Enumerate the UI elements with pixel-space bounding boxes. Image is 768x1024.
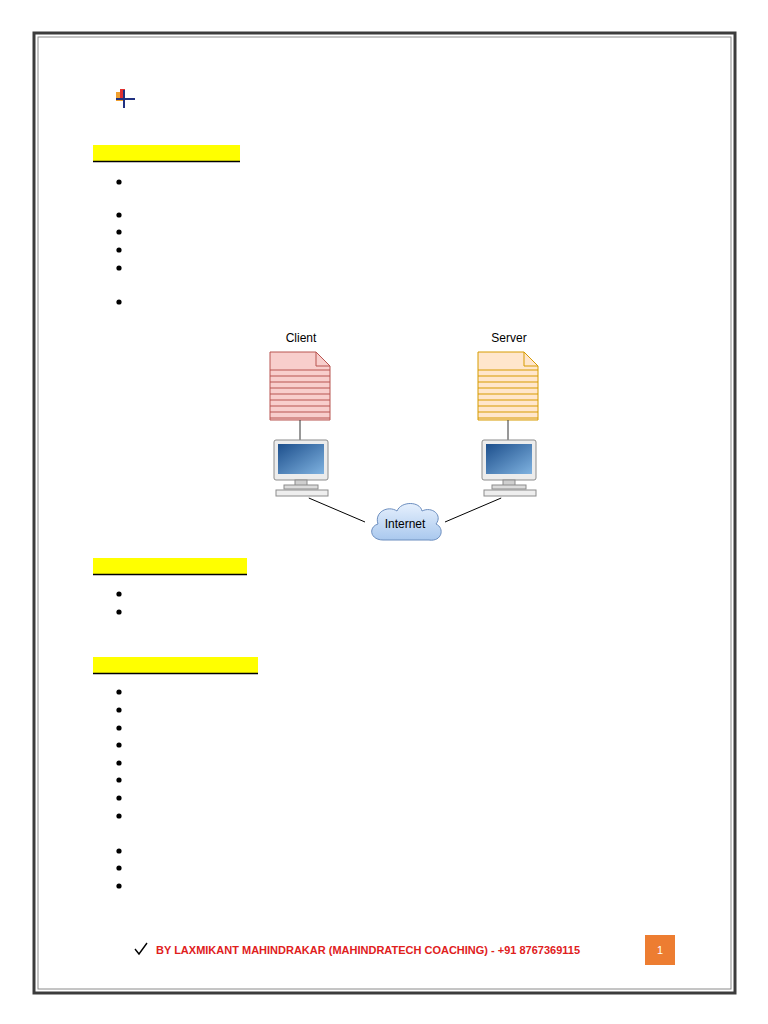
page-border-inner — [38, 37, 731, 989]
bullet-dot — [116, 247, 121, 252]
client-computer: Client — [262, 330, 340, 498]
bullet-dot — [116, 742, 121, 747]
heading-icon — [116, 89, 135, 108]
page-border — [34, 33, 735, 993]
internet-cloud: Internet — [365, 498, 445, 546]
bullet-dot — [116, 848, 121, 853]
bullet-dot — [116, 591, 121, 596]
bullet-list — [116, 179, 121, 888]
heading-bar — [93, 657, 258, 674]
page-number: 1 — [645, 935, 675, 965]
bullet-dot — [116, 777, 121, 782]
bullet-dot — [116, 299, 121, 304]
bullet-dot — [116, 609, 121, 614]
node-label: Internet — [385, 512, 426, 532]
bullet-dot — [116, 689, 121, 694]
heading-bar — [93, 558, 247, 575]
bullet-dot — [116, 795, 121, 800]
bullet-dot — [116, 707, 121, 712]
cloud-shape — [372, 504, 441, 541]
bullet-dot — [116, 179, 121, 184]
check-mark — [135, 943, 147, 954]
bullet-dot — [116, 725, 121, 730]
node-illustration — [470, 330, 548, 498]
footer-credit: BY LAXMIKANT MAHINDRAKAR (MAHINDRATECH C… — [156, 943, 580, 957]
page-number-box — [645, 935, 675, 965]
document-icon — [270, 352, 330, 420]
heading-bar — [93, 145, 240, 162]
bullet-dot — [116, 265, 121, 270]
document-icon — [478, 352, 538, 420]
node-label: Server — [491, 330, 526, 346]
bullet-dot — [116, 883, 121, 888]
bullet-dot — [116, 813, 121, 818]
bullet-dot — [116, 212, 121, 217]
server-computer: Server — [470, 330, 548, 498]
bullet-dot — [116, 229, 121, 234]
bullet-dot — [116, 865, 121, 870]
computer-icon — [274, 440, 328, 496]
computer-icon — [482, 440, 536, 496]
node-label: Client — [286, 330, 317, 346]
bullet-dot — [116, 760, 121, 765]
node-illustration — [262, 330, 340, 498]
network-link — [309, 498, 365, 522]
network-link — [445, 498, 501, 522]
